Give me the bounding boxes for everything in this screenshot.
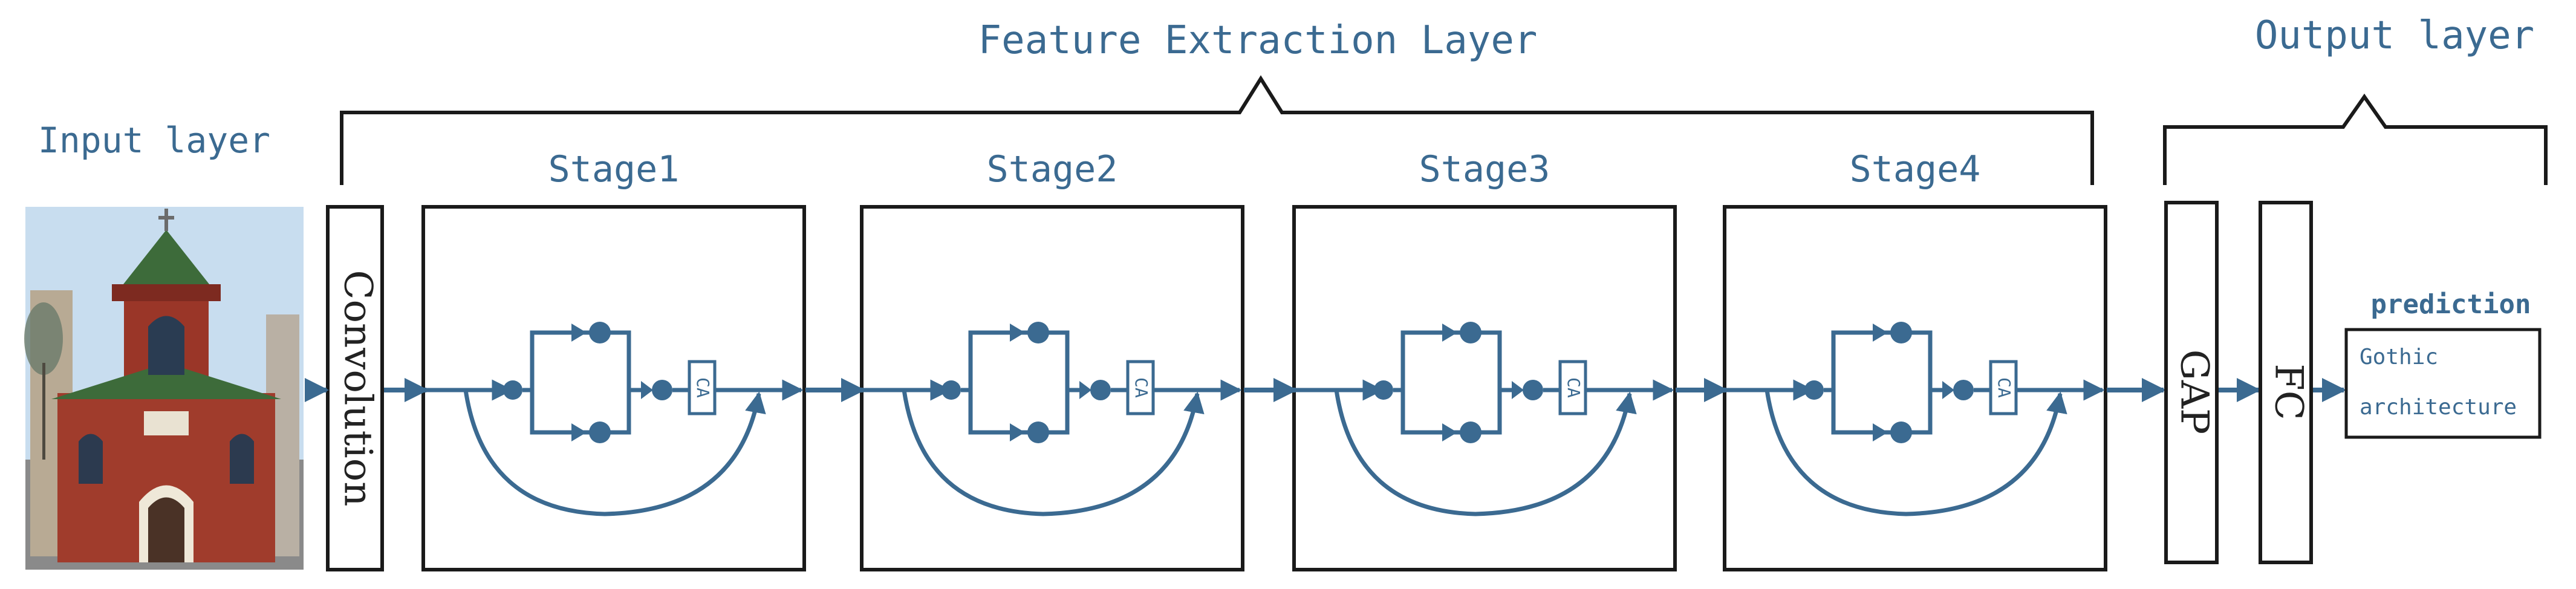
node-dot	[1953, 380, 1974, 400]
branch-split	[530, 330, 571, 435]
fc-block	[2259, 201, 2313, 564]
gap-block	[2164, 201, 2219, 564]
merge-arrow	[641, 381, 653, 399]
output-layer-heading: Output layer	[2255, 13, 2534, 58]
merge-arrow	[1079, 381, 1091, 399]
ca-box	[1558, 360, 1587, 415]
residual-arc	[463, 389, 766, 516]
stage-label: Stage1	[548, 148, 680, 190]
branch-split	[968, 330, 1010, 435]
stage-label: Stage2	[987, 148, 1118, 190]
output-layer-bracket	[2163, 93, 2548, 185]
convolution-label: Convolution	[336, 270, 380, 506]
node-dot	[1090, 380, 1111, 400]
branch-split	[1831, 330, 1873, 435]
residual-arc	[1334, 389, 1637, 516]
residual-arc	[1764, 389, 2067, 516]
prediction-box	[2344, 328, 2542, 439]
node-dot	[1374, 380, 1393, 400]
node-dot	[942, 380, 961, 400]
gap-label: GAP	[2172, 350, 2217, 434]
input-image	[24, 207, 304, 570]
stage-label: Stage4	[1850, 148, 1981, 190]
feature-extraction-heading: Feature Extraction Layer	[978, 18, 1538, 63]
input-layer-heading: Input layer	[38, 120, 270, 161]
fc-label: FC	[2266, 363, 2311, 420]
node-dot	[503, 380, 522, 400]
merge-arrow	[1512, 381, 1524, 399]
stage-label: Stage3	[1419, 148, 1550, 190]
prediction-title: prediction	[2371, 289, 2531, 320]
node-dot	[652, 380, 672, 400]
node-dot	[1804, 380, 1824, 400]
node-dot	[1523, 380, 1543, 400]
ca-box	[688, 360, 717, 415]
ca-label: CA	[1564, 377, 1584, 398]
ca-box	[1989, 360, 2018, 415]
ca-label: CA	[1994, 377, 2014, 398]
prediction-line-1: Gothic	[2360, 345, 2438, 369]
residual-arc	[902, 389, 1205, 516]
feature-extraction-bracket	[340, 75, 2094, 185]
branch-split	[1400, 330, 1442, 435]
convolution-block	[326, 205, 384, 571]
ca-box	[1126, 360, 1155, 415]
ca-label: CA	[1131, 377, 1151, 398]
prediction-line-2: architecture	[2360, 395, 2517, 420]
merge-arrow	[1942, 381, 1954, 399]
ca-label: CA	[693, 377, 713, 398]
